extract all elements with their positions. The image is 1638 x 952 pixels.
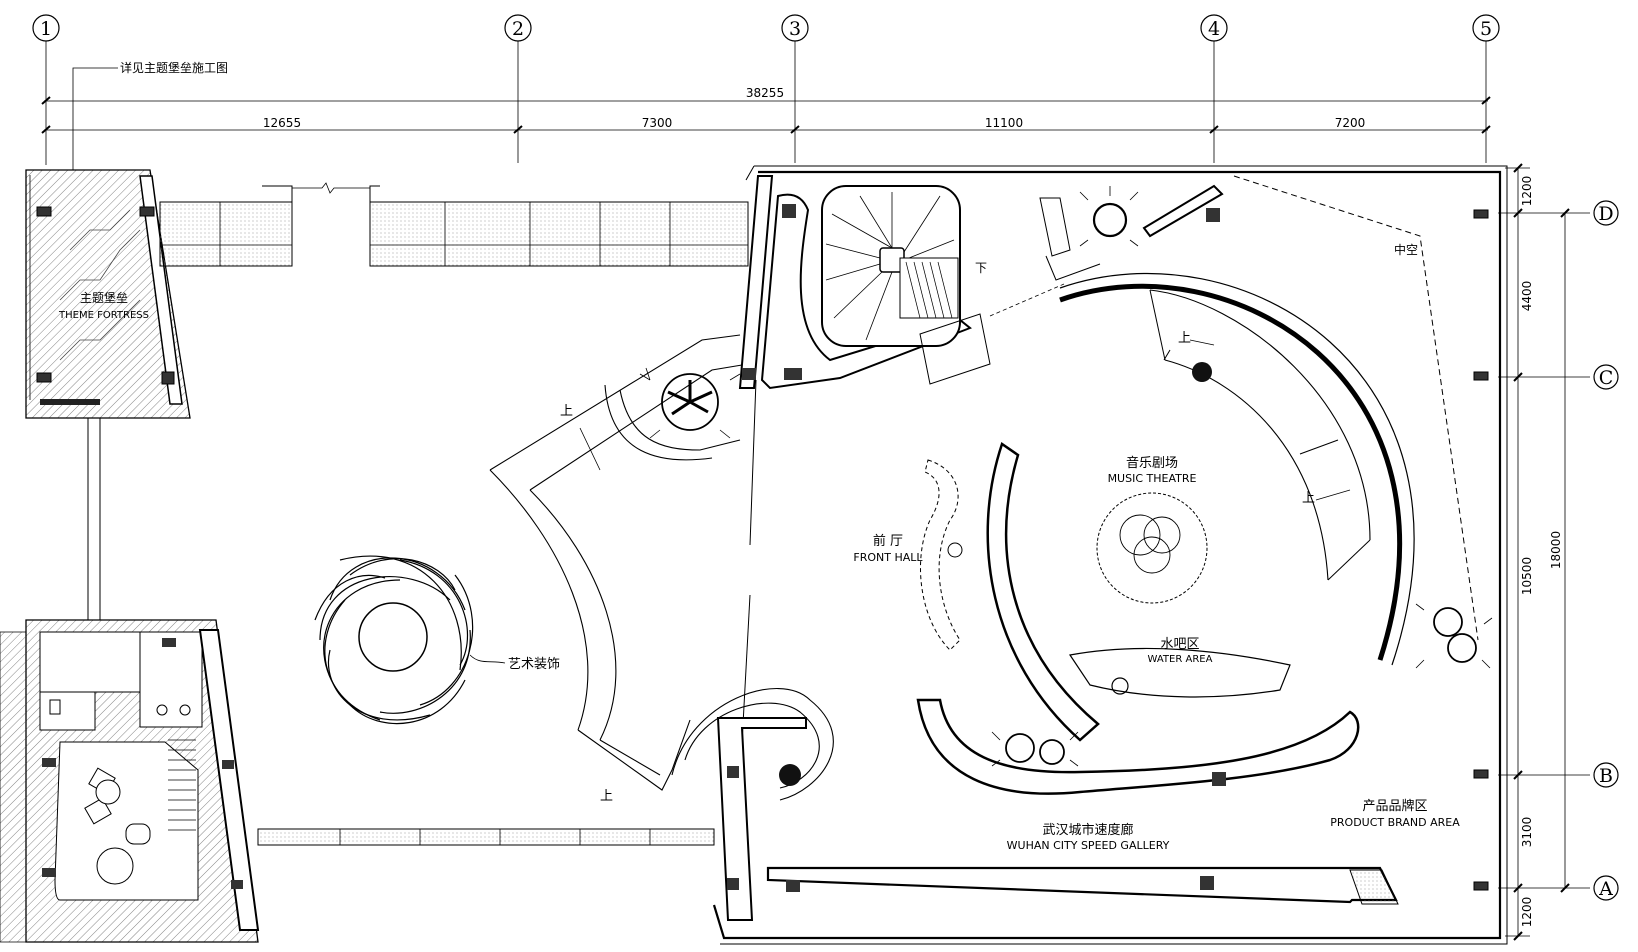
water-area-label-en: WATER AREA — [1148, 654, 1213, 665]
reception-counter-dashed — [920, 459, 963, 651]
grid-bubble-C: C — [1593, 364, 1619, 390]
svg-text:5: 5 — [1480, 18, 1492, 40]
top-balcony — [159, 182, 749, 267]
tree-planter-upper — [639, 367, 741, 439]
art-installation-nest — [314, 555, 474, 725]
fortress-reference-leader — [72, 67, 118, 170]
up-arrow-label-3: 上 — [1178, 331, 1191, 346]
grid-bubble-B: B — [1593, 762, 1619, 788]
left-link-walkway — [87, 418, 101, 620]
product-brand-label-en: PRODUCT BRAND AREA — [1330, 816, 1460, 829]
grid-bubble-5: 5 — [1472, 14, 1500, 42]
top-right-slanted-wall — [1142, 184, 1224, 238]
gallery-label-en: WUHAN CITY SPEED GALLERY — [1007, 839, 1170, 852]
center-lower-wall — [716, 717, 807, 921]
lower-ramp — [577, 687, 834, 801]
vdim-1200-top: 1200 — [1520, 176, 1534, 207]
theme-fortress-block — [25, 169, 191, 419]
lower-swoosh-wall — [916, 698, 1360, 795]
front-hall-label-en: FRONT HALL — [853, 551, 923, 564]
up-arrow-label-2: 上 — [600, 789, 613, 804]
fortress-reference-note: 详见主题堡垒施工图 — [120, 60, 228, 75]
svg-text:D: D — [1598, 203, 1613, 225]
theme-fortress-label-cn: 主题堡垒 — [80, 290, 128, 305]
svg-text:2: 2 — [512, 18, 524, 40]
down-arrow-label: 下 — [975, 261, 987, 275]
column-theatre — [1192, 362, 1212, 382]
up-arrow-label-1: 上 — [560, 404, 573, 419]
grid-bubble-1: 1 — [32, 14, 60, 42]
vdim-3100: 3100 — [1520, 817, 1534, 848]
horizontal-dimensions — [41, 96, 1491, 134]
product-brand-label-cn: 产品品牌区 — [1362, 798, 1427, 814]
svg-text:A: A — [1598, 878, 1613, 900]
dimension-span-1: 12655 — [263, 116, 301, 130]
speed-gallery-wall — [766, 866, 1399, 905]
crescent-wall — [986, 442, 1100, 742]
svg-text:C: C — [1599, 367, 1614, 389]
void-label: 中空 — [1394, 242, 1418, 257]
vdim-10500: 10500 — [1520, 557, 1534, 595]
vertical-dimensions — [1498, 163, 1590, 941]
dimension-span-4: 7200 — [1335, 116, 1366, 130]
lower-left-service-block — [0, 619, 260, 943]
theatre-stage — [1096, 492, 1208, 604]
vdim-1200-bottom: 1200 — [1520, 897, 1534, 928]
up-arrow-1 — [579, 427, 601, 471]
dimension-span-3: 11100 — [985, 116, 1023, 130]
svg-text:1: 1 — [40, 18, 52, 40]
front-hall-label-cn: 前 厅 — [873, 533, 903, 549]
stair-core — [738, 175, 1101, 390]
music-theatre-label-cn: 音乐剧场 — [1126, 455, 1178, 471]
water-area-counter — [1068, 647, 1291, 698]
grid-row-bubbles: D C B A — [1593, 200, 1619, 901]
grid-bubble-D: D — [1593, 200, 1619, 226]
svg-text:B: B — [1599, 765, 1613, 787]
music-theatre-curve-wall — [1059, 273, 1415, 666]
up-arrow-label-4: 上 — [1302, 491, 1315, 506]
bottom-balcony — [257, 828, 715, 846]
grid-column-bubbles: 1 2 3 4 5 — [32, 14, 1500, 165]
art-leader — [469, 654, 506, 664]
grid-bubble-4: 4 — [1200, 14, 1228, 42]
hall-wall-markers — [1473, 209, 1489, 891]
tree-top — [1079, 186, 1139, 247]
vdim-4400: 4400 — [1520, 281, 1534, 312]
theme-fortress-label-en: THEME FORTRESS — [58, 310, 149, 321]
music-theatre-label-en: MUSIC THEATRE — [1108, 472, 1197, 485]
dimension-total: 38255 — [746, 86, 784, 100]
dimension-span-2: 7300 — [642, 116, 673, 130]
grid-bubble-A: A — [1593, 875, 1619, 901]
water-area-label-cn: 水吧区 — [1160, 637, 1199, 652]
gallery-label-cn: 武汉城市速度廊 — [1042, 822, 1133, 838]
main-hall-outline — [712, 165, 1508, 945]
void-boundary — [1233, 175, 1479, 641]
svg-text:4: 4 — [1208, 18, 1220, 40]
vdim-total: 18000 — [1549, 531, 1563, 569]
grid-bubble-2: 2 — [504, 14, 532, 42]
tree-lower-theatre — [991, 731, 1079, 767]
grid-bubble-3: 3 — [781, 14, 809, 42]
tree-right — [1415, 603, 1493, 669]
svg-text:3: 3 — [789, 18, 801, 40]
art-installation-label: 艺术装饰 — [508, 657, 560, 672]
